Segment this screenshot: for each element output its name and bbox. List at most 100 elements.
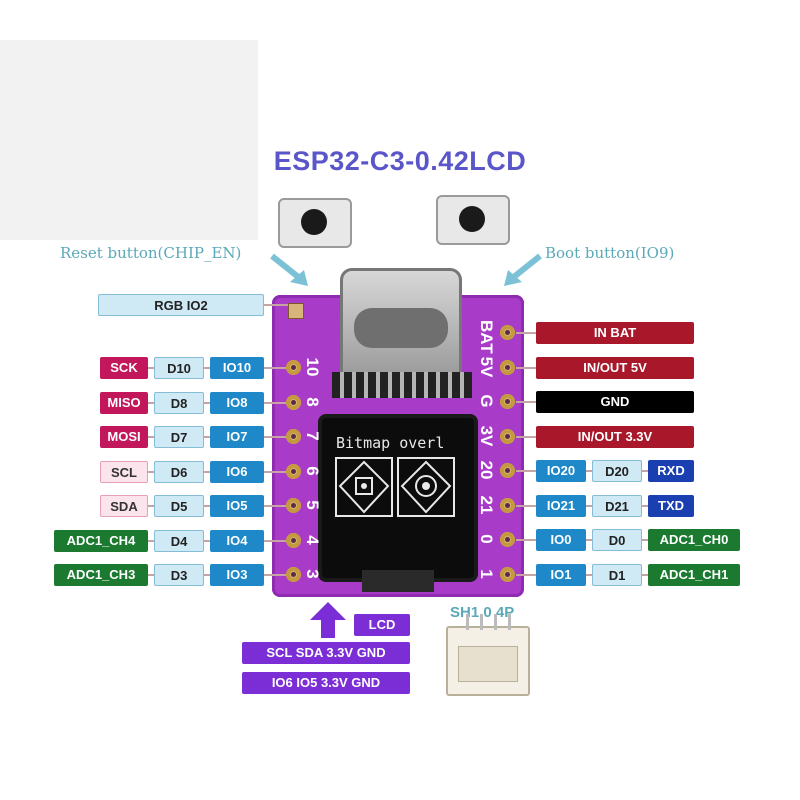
left-func-label: SCL [100,461,148,483]
reset-button-note: Reset button(CHIP_EN) [60,244,242,262]
right-pin-silk: 1 [477,569,496,579]
oled-bitmap-icon [335,457,455,517]
leader-line [586,539,592,541]
left-io-label: IO7 [210,426,264,448]
leader-line [264,540,286,542]
leader-line [204,367,210,369]
right-pin-silk: BAT [477,320,496,354]
left-io-label: IO6 [210,461,264,483]
boot-button-component [436,195,510,245]
left-io-label: IO8 [210,392,264,414]
right-pin-silk: 3V [477,425,496,447]
right-power-label: GND [536,391,694,413]
sh1-connector [446,626,530,696]
left-pin-silk: 3 [303,569,322,579]
right-io-label: IO20 [536,460,586,482]
left-d-label: D5 [154,495,204,517]
leader-line [586,505,592,507]
left-pin-pad [286,429,301,444]
leader-line [516,401,536,403]
right-power-label: IN/OUT 5V [536,357,694,379]
oled-text: Bitmap overl [336,434,445,452]
right-d-label: D1 [592,564,642,586]
right-io-label: IO21 [536,495,586,517]
board-title: ESP32-C3-0.42LCD [273,146,527,176]
leader-line [642,574,648,576]
leader-line [264,402,286,404]
left-func-label: MISO [100,392,148,414]
leader-line [516,436,536,438]
left-d-label: D4 [154,530,204,552]
leader-line [264,367,286,369]
leader-line [148,367,154,369]
left-pin-silk: 7 [303,431,322,441]
right-pin-pad [500,325,515,340]
leader-line [642,470,648,472]
leader-line [264,574,286,576]
lcd-pins-label-1: SCL SDA 3.3V GND [242,642,410,664]
right-io-label: IO0 [536,529,586,551]
boot-button-note: Boot button(IO9) [545,244,675,262]
left-io-label: IO4 [210,530,264,552]
left-d-label: D7 [154,426,204,448]
left-pin-silk: 8 [303,397,322,407]
right-pin-pad [500,532,515,547]
right-pin-pad [500,498,515,513]
leader-line [204,471,210,473]
left-io-label: IO3 [210,564,264,586]
left-pin-silk: 6 [303,466,322,476]
right-d-label: D0 [592,529,642,551]
reset-arrow-icon [270,253,308,286]
left-d-label: D10 [154,357,204,379]
left-pin-pad [286,533,301,548]
right-pin-silk: G [477,394,496,408]
right-pin-pad [500,429,515,444]
left-pin-pad [286,567,301,582]
right-power-label: IN BAT [536,322,694,344]
leader-line [148,436,154,438]
lcd-pins-label-2: IO6 IO5 3.3V GND [242,672,410,694]
left-io-label: IO10 [210,357,264,379]
leader-line [264,436,286,438]
left-d-label: D8 [154,392,204,414]
leader-line [516,470,536,472]
leader-line [516,574,536,576]
boot-arrow-icon [504,253,542,286]
right-func-label: ADC1_CH0 [648,529,740,551]
leader-line [586,574,592,576]
leader-line [516,539,536,541]
right-func-label: ADC1_CH1 [648,564,740,586]
leader-line [148,471,154,473]
oled-flex-dark [362,570,434,592]
leader-line [148,402,154,404]
rgb-leader-line [264,304,288,306]
leader-line [204,436,210,438]
left-func-label: SDA [100,495,148,517]
left-pin-silk: 4 [303,535,322,545]
left-io-label: IO5 [210,495,264,517]
left-d-label: D3 [154,564,204,586]
lcd-arrow-up-icon [310,602,346,638]
leader-line [516,332,536,334]
left-d-label: D6 [154,461,204,483]
left-func-label: ADC1_CH4 [54,530,148,552]
right-pin-silk: 21 [477,495,496,515]
background-block [0,40,258,240]
leader-line [204,574,210,576]
leader-line [642,539,648,541]
left-pin-silk: 5 [303,500,322,510]
right-pin-silk: 5V [477,356,496,378]
left-pin-pad [286,360,301,375]
left-func-label: SCK [100,357,148,379]
right-pin-pad [500,360,515,375]
leader-line [642,505,648,507]
usb-c-connector [340,268,462,378]
chip-pins [332,372,472,398]
leader-line [264,471,286,473]
right-func-label: TXD [648,495,694,517]
leader-line [586,470,592,472]
leader-line [204,402,210,404]
right-pin-silk: 20 [477,460,496,480]
right-pin-silk: 0 [477,534,496,544]
right-power-label: IN/OUT 3.3V [536,426,694,448]
